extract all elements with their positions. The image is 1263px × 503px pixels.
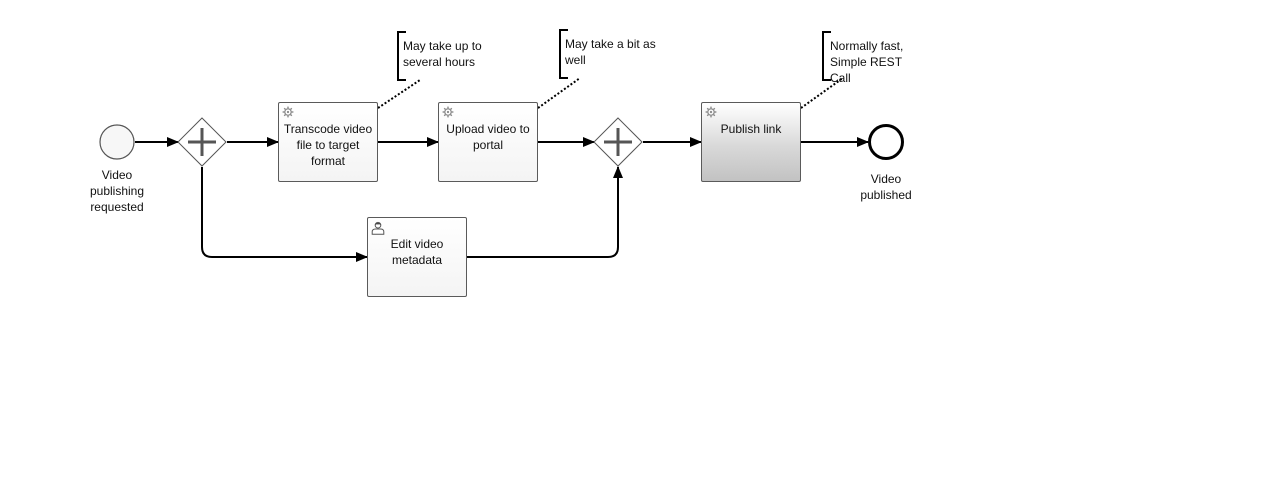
annotation-transcode-note[interactable]: May take up to several hours — [403, 39, 482, 69]
start-event-label: Video publishing requested — [89, 168, 145, 214]
task-label: Upload video to portal — [446, 122, 530, 152]
gear-icon — [282, 106, 294, 118]
start-event[interactable] — [99, 124, 135, 160]
end-event-label: Video published — [860, 172, 912, 202]
task-edit-metadata[interactable]: Edit video metadata — [367, 217, 467, 297]
task-transcode-video[interactable]: Transcode video file to target format — [278, 102, 378, 182]
parallel-gateway-fork[interactable] — [177, 117, 227, 167]
task-label: Transcode video file to target format — [283, 122, 373, 168]
gear-icon — [442, 106, 454, 118]
annotation-brackets — [397, 29, 831, 81]
flow-fork-to-edit-metadata[interactable] — [201, 167, 368, 262]
task-upload-video[interactable]: Upload video to portal — [438, 102, 538, 182]
annotation-associations — [377, 77, 844, 109]
annotation-upload-note[interactable]: May take a bit as well — [565, 37, 656, 67]
end-event[interactable] — [868, 124, 904, 160]
annotation-publish-note[interactable]: Normally fast, Simple REST Call — [830, 39, 904, 83]
flow-edit-metadata-to-join[interactable] — [467, 166, 623, 258]
task-label: Publish link — [720, 122, 782, 136]
parallel-gateway-join[interactable] — [593, 117, 643, 167]
gear-icon — [705, 106, 717, 118]
user-icon — [371, 221, 385, 235]
task-publish-link[interactable]: Publish link — [701, 102, 801, 182]
sequence-flows — [135, 137, 869, 262]
task-label: Edit video metadata — [390, 237, 444, 267]
